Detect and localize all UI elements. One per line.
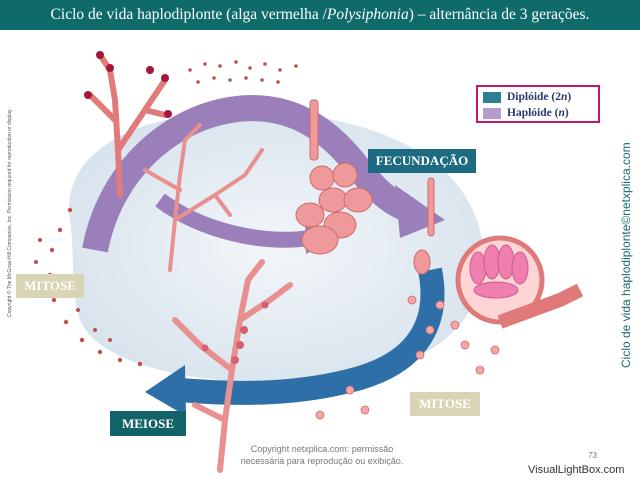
side-credit: Ciclo de vida haplodiplonte©netxplica.co…	[619, 142, 633, 368]
tetrasporophyte-bottom	[172, 259, 293, 473]
stage-label-mitose-right: MITOSE	[410, 392, 480, 416]
legend-row-haploid: Haplóide (n)	[483, 105, 593, 121]
legend-close-haploid: )	[564, 107, 569, 119]
gametophyte-alga-top	[87, 52, 168, 198]
title-prefix: Ciclo de vida haplodiplonte (alga vermel…	[50, 6, 327, 23]
carposporophyte-structure	[295, 99, 373, 255]
tetrasporophyte-center	[143, 123, 264, 272]
copyright-bottom-line1: Copyright netxplica.com: permissão	[250, 444, 394, 454]
watermark: VisualLightBox.com	[528, 464, 625, 476]
title-suffix: ) – alternância de 3 gerações.	[408, 6, 590, 23]
legend-italic-haploid: n	[558, 107, 565, 119]
legend-label-haploid: Haplóide (	[507, 107, 559, 119]
spore-cloud-top	[188, 60, 298, 84]
stage-label-fecundacao: FECUNDAÇÃO	[368, 149, 476, 173]
slide-title: Ciclo de vida haplodiplonte (alga vermel…	[0, 0, 640, 30]
spermatium-right	[413, 177, 435, 275]
cystocarp-right	[455, 235, 584, 329]
copyright-bottom: Copyright netxplica.com: permissão neces…	[222, 443, 422, 467]
carpospores	[315, 295, 500, 420]
haploid-arrow-top	[82, 95, 415, 253]
legend-label-diploid: Diplóide (2	[507, 91, 561, 103]
legend-close-diploid: )	[567, 91, 572, 103]
diploid-arrow-bottom	[179, 267, 445, 405]
legend-swatch-diploid	[483, 91, 501, 103]
stage-label-mitose-left: MITOSE	[16, 274, 84, 298]
life-cycle-diagram	[34, 51, 584, 473]
copyright-bottom-line2: necessária para reprodução ou exibição.	[240, 456, 404, 466]
page-number: 73	[588, 451, 597, 460]
title-italic: Polysiphonia	[326, 6, 409, 23]
gametophyte-tips	[84, 51, 172, 118]
legend-italic-diploid: n	[561, 91, 568, 103]
tetrasporangia	[201, 301, 269, 364]
stage-label-meiose: MEIOSE	[110, 411, 186, 436]
legend-swatch-haploid	[483, 107, 501, 119]
diploid-arrow-bottom-head	[145, 365, 186, 416]
copyright-left: Copyright © The McGraw-Hill Companies, I…	[7, 108, 13, 317]
